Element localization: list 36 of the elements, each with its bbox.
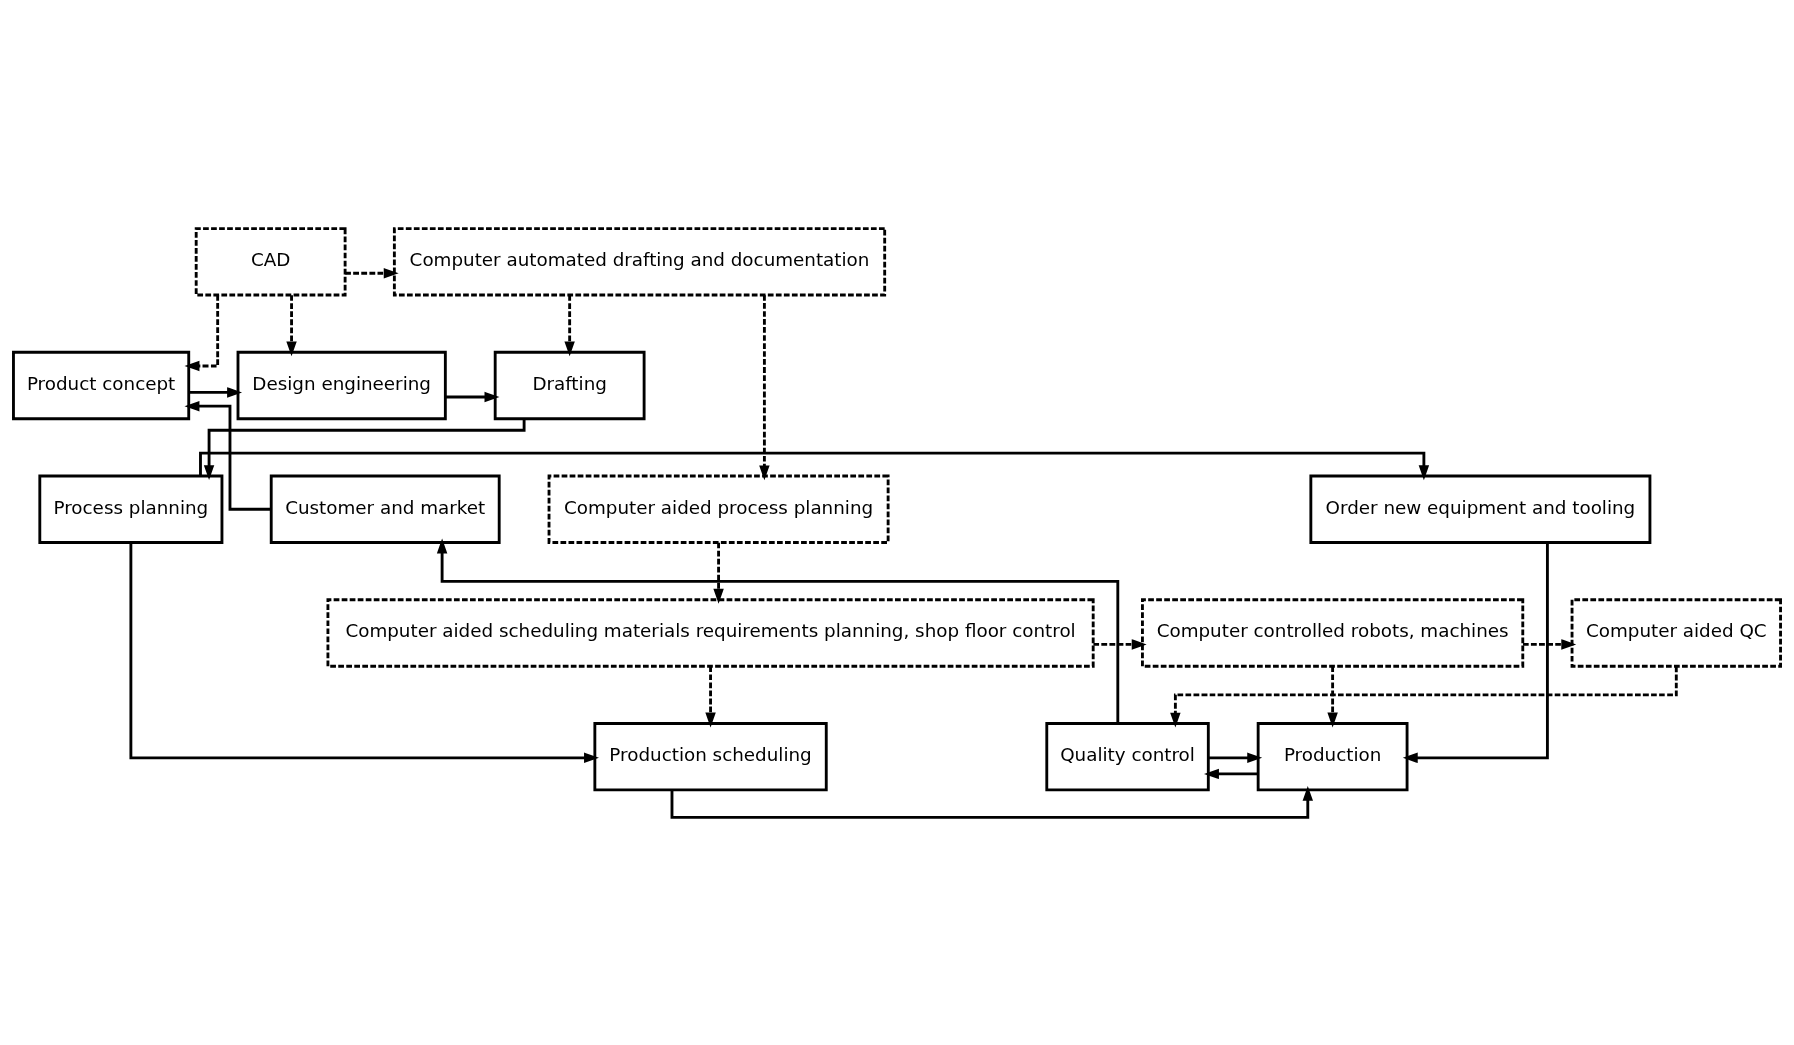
arrow: [445, 391, 500, 402]
arrow: [1327, 665, 1338, 727]
node-box: Computer aided scheduling materials requirements planning, shop floor control: [326, 597, 1095, 668]
arrow: [286, 294, 297, 356]
arrow: [129, 542, 599, 763]
node-box: Customer and market: [269, 474, 501, 544]
node-box: Production scheduling: [593, 721, 828, 791]
arrow: [1093, 638, 1147, 650]
node-box: Computer controlled robots, machines: [1141, 597, 1525, 668]
arrow: [345, 267, 399, 278]
node-box: Quality control: [1045, 721, 1210, 791]
node-box: Product concept: [12, 350, 191, 420]
node-box: Drafting: [493, 350, 646, 420]
node-box: Production: [1256, 721, 1409, 791]
arrow: [713, 542, 724, 604]
arrow: [184, 294, 220, 371]
arrow: [189, 386, 243, 398]
node-box: Order new equipment and tooling: [1309, 474, 1652, 544]
arrow: [184, 400, 272, 511]
arrow: [1204, 768, 1258, 779]
arrow: [1402, 542, 1549, 763]
node-box: Computer aided QC: [1570, 597, 1782, 668]
node-box: CAD: [194, 226, 347, 296]
arrow: [199, 451, 1430, 480]
arrow: [1523, 638, 1577, 650]
node-box: Computer automated drafting and documentation: [392, 226, 887, 296]
arrow: [705, 665, 716, 727]
node-box: Computer aided process planning: [547, 474, 890, 544]
arrow: [759, 294, 770, 480]
node-box: Design engineering: [236, 350, 447, 420]
arrow: [1208, 752, 1263, 763]
node-box: Process planning: [38, 474, 224, 544]
arrow: [1170, 665, 1678, 728]
arrow: [203, 418, 526, 480]
arrow: [564, 294, 575, 356]
arrow: [436, 538, 1120, 723]
